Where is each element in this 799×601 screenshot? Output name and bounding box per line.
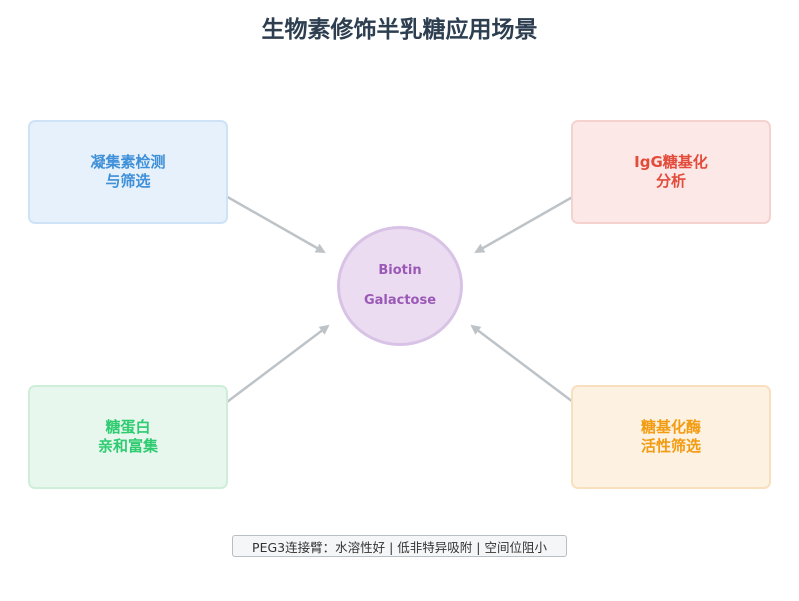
arrow-bottom-right — [470, 324, 582, 409]
application-label-line: IgG糖基化 — [634, 153, 708, 171]
arrow-bottom-left — [218, 324, 330, 409]
footnote-peg3: PEG3连接臂：水溶性好 | 低非特异吸附 | 空间位阻小 — [232, 535, 567, 557]
application-label-line: 糖蛋白 — [105, 418, 151, 436]
application-box-glycoprotein: 糖蛋白 亲和富集 — [28, 385, 228, 489]
center-label-biotin: Biotin — [378, 263, 422, 278]
center-label-galactose: Galactose — [363, 293, 437, 308]
application-label-line: 凝集素检测 — [90, 153, 166, 171]
application-label-line: 分析 — [655, 172, 686, 190]
arrow-top-left — [223, 193, 326, 254]
arrow-top-right — [474, 193, 577, 254]
center-molecule-node: Biotin Galactose — [337, 226, 463, 346]
application-box-igg: IgG糖基化 分析 — [571, 120, 771, 224]
diagram-title: 生物素修饰半乳糖应用场景 — [261, 17, 538, 43]
application-label-line: 糖基化酶 — [640, 418, 701, 436]
application-label-line: 活性筛选 — [640, 437, 701, 455]
application-label-line: 亲和富集 — [97, 437, 158, 455]
application-box-lectin: 凝集素检测 与筛选 — [28, 120, 228, 224]
application-label-line: 与筛选 — [105, 172, 151, 190]
application-box-enzyme: 糖基化酶 活性筛选 — [571, 385, 771, 489]
